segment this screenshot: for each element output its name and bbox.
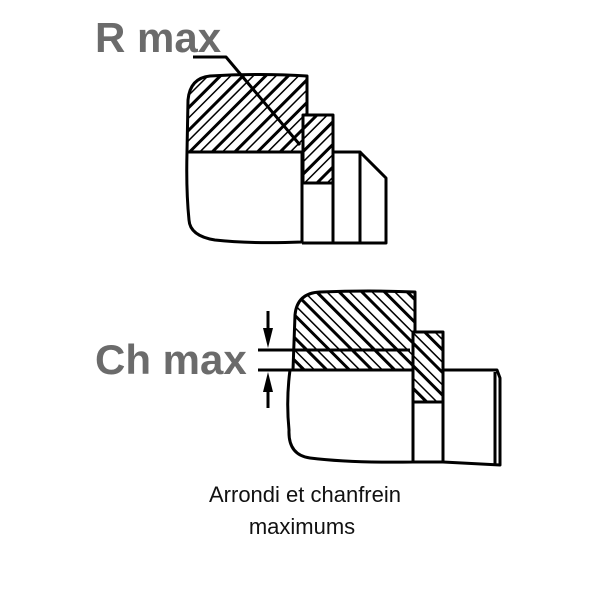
shaft-inner-ring (413, 400, 445, 464)
shaft-inner-ring (302, 181, 335, 245)
radius-detail: R max (95, 14, 388, 245)
chamfer-detail: Ch max (95, 289, 502, 467)
arrow-up-icon (263, 372, 273, 408)
shaft-body (185, 150, 304, 245)
shaft-chamfer (358, 150, 388, 245)
shaft-step (442, 368, 502, 467)
housing-section (185, 73, 309, 154)
caption-line-2: maximums (249, 514, 355, 539)
ring-section (301, 113, 335, 185)
caption-line-1: Arrondi et chanfrein (209, 482, 401, 507)
chamfer-label: Ch max (95, 336, 247, 383)
radius-label: R max (95, 14, 222, 61)
radius-leader-line (193, 55, 302, 146)
shaft-step (333, 150, 362, 245)
arrow-down-icon (263, 311, 273, 348)
housing-section (291, 289, 417, 372)
ring-section (411, 330, 445, 404)
shaft-body (286, 368, 415, 464)
